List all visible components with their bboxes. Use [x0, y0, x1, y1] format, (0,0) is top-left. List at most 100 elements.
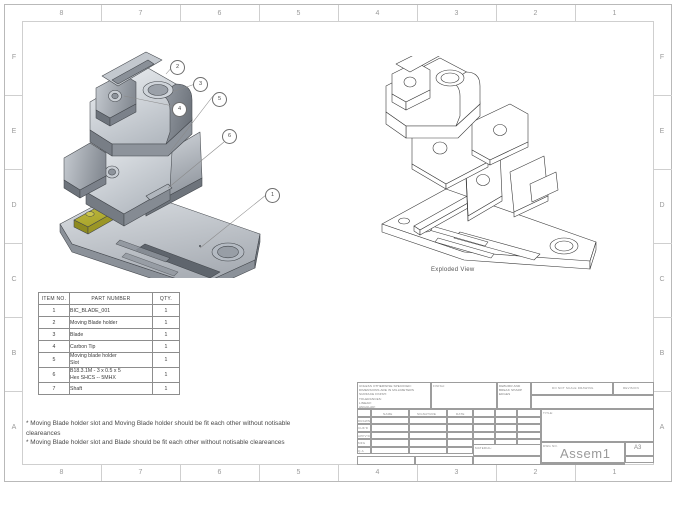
zone-tick	[5, 95, 23, 96]
signature-cell	[517, 417, 541, 425]
signature-cell	[409, 417, 447, 425]
zone-left-D: D	[11, 202, 17, 209]
signature-cell	[357, 439, 371, 447]
bom-cell-item: 6	[38, 367, 70, 383]
bom-cell-item: 2	[38, 316, 70, 329]
bom-cell-item: 4	[38, 340, 70, 353]
zone-left-E: E	[11, 128, 17, 135]
balloon-6: 6	[222, 129, 237, 144]
tolerance-note: UNLESS OTHERWISE SPECIFIED: DIMENSIONS A…	[359, 384, 414, 410]
revision-label: REVISION	[623, 386, 639, 390]
zone-tick	[101, 5, 102, 21]
zone-tick	[654, 391, 672, 392]
zone-tick	[5, 317, 23, 318]
bom-cell-part: Carbon Tip	[69, 340, 153, 353]
bom-cell-part: Shaft	[69, 382, 153, 395]
sig-col-date	[447, 409, 473, 417]
dwg-sub-cell	[541, 463, 625, 465]
bom-cell-item: 5	[38, 352, 70, 368]
signature-cell	[357, 417, 371, 425]
title-field-cell	[541, 409, 654, 442]
bom-cell-qty: 1	[152, 382, 180, 395]
signature-cell	[371, 446, 409, 454]
signature-cell	[473, 424, 495, 432]
title-field-label: TITLE:	[543, 411, 554, 415]
title-block: UNLESS OTHERWISE SPECIFIED: DIMENSIONS A…	[357, 382, 654, 465]
signature-cell	[409, 424, 447, 432]
sig-extra-2	[495, 409, 517, 417]
signature-cell	[517, 431, 541, 440]
bom-cell-part: Blade	[69, 328, 153, 341]
zone-top-4: 4	[375, 10, 380, 17]
zone-tick	[654, 317, 672, 318]
dwg-no-label: DWG NO.	[543, 444, 558, 448]
signature-row-label-mfg: MFG	[358, 441, 366, 446]
zone-tick	[180, 5, 181, 21]
signature-cell	[371, 424, 409, 432]
drawing-name: Assem1	[560, 446, 611, 461]
finish-cell	[431, 382, 497, 409]
signature-cell	[495, 431, 517, 440]
signature-cell	[473, 417, 495, 425]
signature-row-label-drawn: DRAWN	[358, 419, 371, 423]
zone-tick	[259, 5, 260, 21]
signature-cell	[409, 446, 447, 454]
zone-bottom-7: 7	[138, 469, 143, 476]
sheet-num-cell	[473, 456, 541, 465]
bom-cell-qty: 1	[152, 352, 180, 368]
bom-header-part: PART NUMBER	[69, 292, 153, 305]
balloon-4: 4	[172, 102, 187, 117]
zone-bottom-4: 4	[375, 469, 380, 476]
signature-row-label-chkd: CHK'D	[358, 426, 369, 431]
signature-cell	[517, 424, 541, 432]
sig-extra-1	[473, 409, 495, 417]
bom-header-item: ITEM NO.	[38, 292, 70, 305]
zone-tick	[654, 95, 672, 96]
tolerance-cell	[357, 382, 431, 409]
zone-tick	[5, 169, 23, 170]
signature-row-label-appvd: APPV'D	[358, 433, 370, 438]
bom-header-row: ITEM NO. PART NUMBER QTY.	[38, 292, 180, 305]
exploded-view-label: Exploded View	[431, 267, 475, 273]
balloon-1: 1	[265, 188, 280, 203]
zone-right-A: A	[659, 424, 665, 431]
signature-cell	[357, 431, 371, 440]
signature-cell	[371, 439, 409, 447]
zone-right-E: E	[659, 128, 665, 135]
sig-col-date-label: DATE	[456, 411, 465, 416]
bom-header-qty: QTY.	[152, 292, 180, 305]
deburr-note: DEBURR AND BREAK SHARP EDGES	[499, 384, 523, 397]
signature-cell	[447, 446, 473, 454]
assembly-view-3d	[59, 51, 267, 278]
bom-cell-qty: 1	[152, 367, 180, 383]
zone-tick	[5, 391, 23, 392]
zone-left-F: F	[11, 54, 17, 61]
bom-cell-qty: 1	[152, 340, 180, 353]
note-line-2: * Moving Blade holder slot and Blade sho…	[26, 439, 285, 447]
zone-tick	[101, 465, 102, 481]
bom-cell-part-line1: Moving blade holder	[70, 353, 117, 359]
bom-cell-part: BIC_BLADE_001	[69, 304, 153, 317]
bom-cell-item: 1	[38, 304, 70, 317]
sig-col-name-label: NAME	[383, 411, 393, 416]
balloon-3: 3	[193, 77, 208, 92]
zone-tick	[417, 465, 418, 481]
bom-cell-qty: 1	[152, 316, 180, 329]
zone-bottom-1: 1	[612, 469, 617, 476]
zone-tick	[5, 243, 23, 244]
material-cell	[473, 444, 541, 456]
signature-cell	[447, 439, 473, 447]
bom-cell-qty: 1	[152, 304, 180, 317]
note-line-1: * Moving Blade holder slot and Moving Bl…	[26, 420, 291, 437]
balloon-2: 2	[170, 60, 185, 75]
zone-right-F: F	[659, 54, 665, 61]
zone-tick	[417, 5, 418, 21]
sig-extra-3	[517, 409, 541, 417]
